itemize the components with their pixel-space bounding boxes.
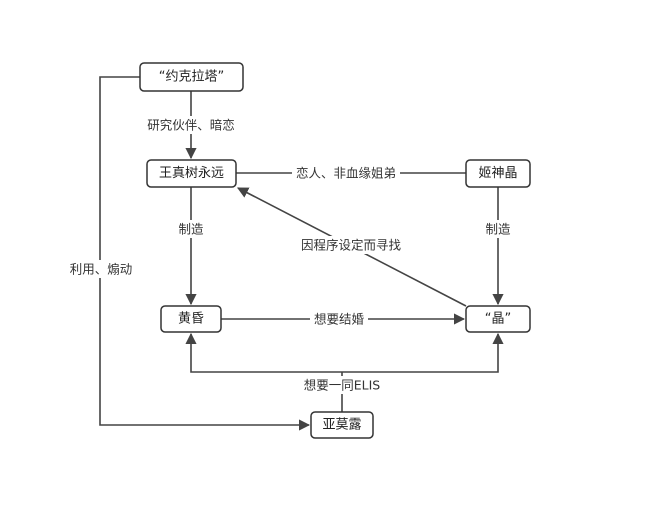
node-amoru[interactable]: 亚莫露 — [310, 411, 374, 439]
edge-label-research-partner: 研究伙伴、暗恋 — [143, 116, 239, 134]
edge-label-text: 想要结婚 — [314, 312, 365, 327]
edge-label-text: 研究伙伴、暗恋 — [147, 118, 235, 133]
node-yakurata[interactable]: “约克拉塔” — [139, 62, 244, 92]
node-himegami[interactable]: 姬神晶 — [465, 159, 531, 188]
node-label: “约克拉塔” — [159, 70, 224, 85]
edge-label-make-left: 制造 — [176, 220, 206, 238]
edge-label-elis: 想要一同ELIS — [301, 376, 383, 394]
node-makimasaki[interactable]: 王真树永远 — [146, 159, 237, 188]
edge-label-text: 因程序设定而寻找 — [301, 238, 402, 253]
edge-label-lovers: 恋人、非血缘姐弟 — [292, 164, 400, 182]
node-tasogare[interactable]: 黄昏 — [160, 305, 222, 333]
edge-label-text: 恋人、非血缘姐弟 — [296, 166, 396, 181]
edge-elis-right — [342, 332, 504, 373]
edge-label-text: 想要一同ELIS — [304, 378, 381, 393]
edge-label-marry: 想要结婚 — [310, 310, 368, 328]
node-label: 姬神晶 — [478, 166, 517, 181]
edge-label-make-right: 制造 — [483, 220, 513, 238]
edge-label-search: 因程序设定而寻找 — [297, 236, 405, 254]
edge-elis-left — [185, 332, 342, 373]
node-label: 黄昏 — [178, 312, 204, 327]
node-label: 王真树永远 — [159, 166, 224, 181]
edge-label-use: 利用、煽动 — [67, 260, 135, 278]
edge-use — [99, 76, 311, 431]
node-label: “晶” — [485, 312, 511, 327]
edge-label-text: 利用、煽动 — [70, 262, 133, 277]
node-label: 亚莫露 — [322, 418, 361, 433]
edge-label-text: 制造 — [178, 222, 204, 237]
node-akira[interactable]: “晶” — [465, 305, 531, 333]
edge-label-text: 制造 — [485, 222, 511, 237]
